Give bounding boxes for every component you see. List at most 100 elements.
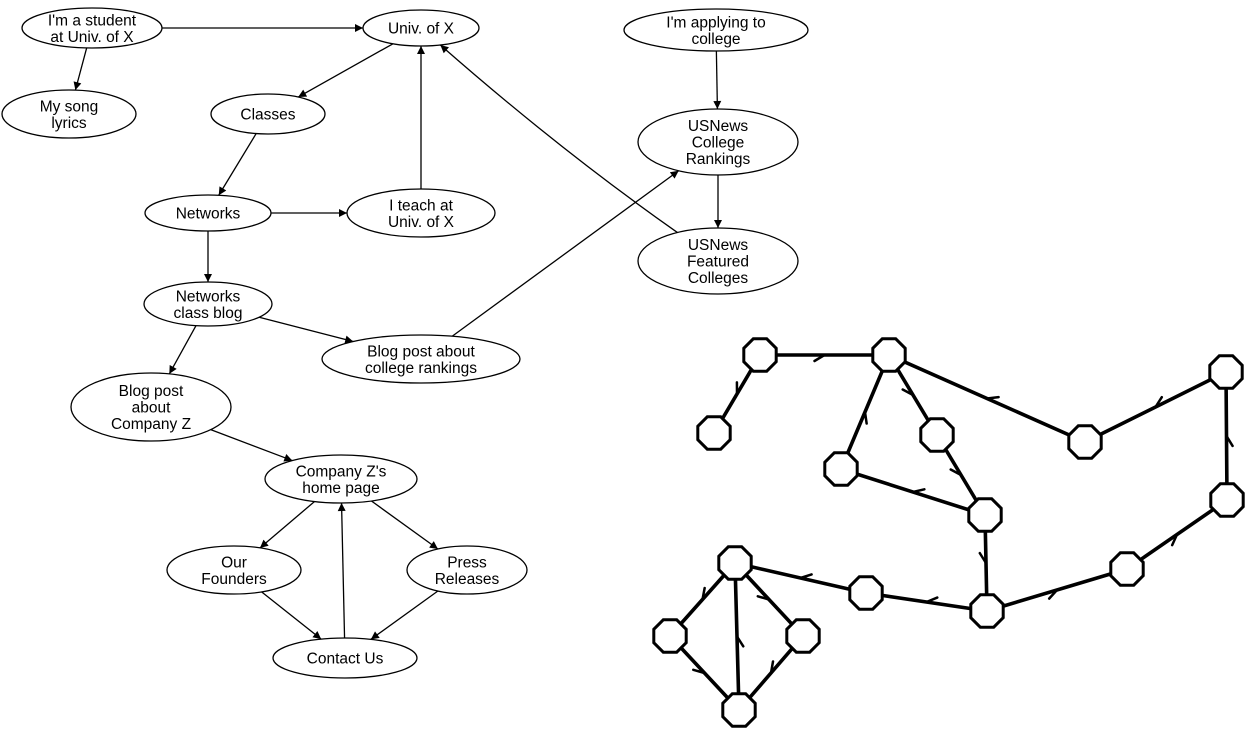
abstract-node [1209, 482, 1245, 518]
node-label: I'm a student [48, 12, 137, 29]
node-label: I teach at [389, 197, 453, 214]
node-ellipse [210, 93, 326, 135]
node-ellipse [321, 334, 521, 384]
edge-z_home-to-founders [259, 501, 315, 549]
abstract-edge-arrow [949, 468, 963, 477]
edge-contact-to-z_home [337, 502, 346, 639]
edge-classes-to-networks [218, 133, 257, 196]
node-label: USNews [688, 237, 749, 254]
abstract-node [785, 618, 821, 654]
abstract-node [919, 417, 955, 453]
edge-blog_z-to-z_home [210, 429, 293, 462]
abstract-edge-arrow [925, 596, 939, 604]
edge-founders-to-contact [261, 591, 322, 640]
node-label: at Univ. of X [50, 29, 134, 46]
node-univx: Univ. of X [362, 9, 480, 47]
node-ellipse [272, 637, 418, 679]
abstract-edge-arrow [1170, 533, 1179, 547]
node-label: Contact Us [307, 651, 384, 668]
node-ellipse [637, 108, 799, 176]
node-label: Networks [176, 206, 241, 223]
edge-blog-to-blog_z [168, 325, 197, 375]
abstract-node [696, 415, 732, 451]
node-ellipse [166, 545, 302, 595]
node-label: Rankings [686, 151, 751, 168]
abstract-graph-edges [668, 353, 1234, 712]
edge-univx-to-classes [297, 43, 394, 98]
node-label: Our [221, 554, 247, 571]
node-label: Press [447, 554, 487, 571]
edge-z_home-to-press [371, 500, 439, 550]
node-ellipse [346, 188, 496, 238]
edge-blog-to-blog_rank [259, 316, 354, 344]
edge-blog_rank-to-usnews_rank [451, 170, 680, 337]
node-label: My song [40, 98, 99, 115]
abstract-edge-arrow [901, 388, 915, 397]
node-label: Univ. of X [388, 21, 455, 38]
abstract-edge-arrow [1225, 434, 1234, 448]
node-label: Classes [240, 107, 295, 124]
abstract-node [848, 575, 884, 611]
abstract-edge-arrow [978, 551, 988, 565]
abstract-edge-arrow [813, 353, 826, 363]
abstract-node [967, 497, 1003, 533]
node-label: college [691, 31, 740, 48]
node-ellipse [144, 194, 272, 232]
node-label: Colleges [688, 270, 749, 287]
node-label: about [132, 400, 171, 417]
abstract-node [1208, 354, 1244, 390]
abstract-node [969, 593, 1005, 629]
abstract-edge-arrow [692, 668, 706, 675]
node-ellipse [70, 372, 232, 442]
node-label: Releases [435, 571, 500, 588]
abstract-edge-arrow [863, 410, 868, 425]
abstract-node [1109, 551, 1145, 587]
abstract-edge-arrow [756, 595, 771, 601]
abstract-edge-arrow [911, 488, 926, 494]
node-classes: Classes [210, 93, 326, 135]
node-label: college rankings [365, 360, 477, 377]
edge-usnews_feat-to-univx [439, 44, 678, 234]
node-label: College [692, 135, 745, 152]
node-ellipse [637, 227, 799, 295]
node-label: Featured [687, 254, 749, 271]
node-label: Networks [176, 288, 241, 305]
edge-student-to-song [73, 47, 88, 91]
node-label: Company Z [111, 416, 191, 433]
node-label: Univ. of X [388, 214, 455, 231]
abstract-edge-arrow [701, 586, 706, 601]
abstract-graph-nodes [652, 337, 1245, 728]
node-ellipse [21, 7, 163, 49]
abstract-node [721, 692, 757, 728]
node-networks: Networks [144, 194, 272, 232]
node-label: class blog [174, 305, 243, 322]
abstract-node [652, 618, 688, 654]
node-ellipse [362, 9, 480, 47]
node-ellipse [264, 454, 418, 504]
node-label: Founders [201, 571, 267, 588]
abstract-edge-arrow [1047, 588, 1059, 600]
node-label: I'm applying to [666, 14, 765, 31]
node-label: USNews [688, 118, 749, 135]
abstract-node [742, 337, 778, 373]
node-contact: Contact Us [272, 637, 418, 679]
abstract-edge-arrow [735, 635, 745, 648]
abstract-node [823, 451, 859, 487]
web-graph-edges [73, 24, 722, 640]
node-ellipse [143, 281, 273, 327]
abstract-node [717, 545, 753, 581]
abstract-edge-arrow [799, 573, 813, 580]
